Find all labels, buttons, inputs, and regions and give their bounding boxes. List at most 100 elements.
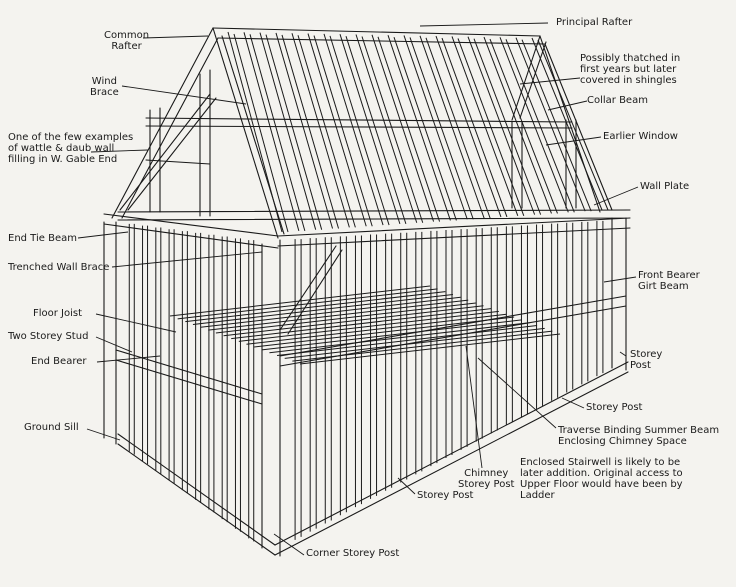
floor-joist <box>185 291 446 323</box>
leader-earlier-window <box>545 136 602 146</box>
common-rafter <box>265 34 323 230</box>
common-rafter <box>329 35 390 226</box>
common-rafter <box>505 39 575 213</box>
label-end-tie-beam: End Tie Beam <box>8 233 77 244</box>
west-gable-rafter-left <box>111 27 219 219</box>
floor-joist <box>254 316 515 348</box>
common-rafter <box>425 37 491 219</box>
leader-wall-plate <box>593 186 639 206</box>
common-rafter <box>259 32 317 230</box>
label-storey-post-mid: Storey Post <box>586 402 643 413</box>
leader-trenched-brace <box>111 251 263 268</box>
common-rafter <box>403 35 468 220</box>
east-gable-rafters <box>511 35 613 213</box>
label-chimney-storey-post: Chimney Storey Post <box>458 468 515 490</box>
common-rafter <box>233 33 289 233</box>
common-rafter <box>307 33 367 227</box>
common-rafter <box>323 33 384 226</box>
label-earlier-window: Earlier Window <box>603 131 678 142</box>
common-rafter <box>521 39 592 212</box>
common-rafter <box>489 38 558 214</box>
leader-principal-rafter <box>419 22 549 27</box>
common-rafter <box>531 37 603 211</box>
floor-joist <box>246 313 507 345</box>
corner-post-back <box>103 221 117 445</box>
common-rafter <box>451 36 519 216</box>
label-trenched-wall-brace: Trenched Wall Brace <box>8 262 110 273</box>
floor-joist <box>223 305 484 337</box>
leader-ground-sill <box>86 428 121 441</box>
floor-joist <box>215 302 476 334</box>
corner-post-front <box>261 239 281 557</box>
floor-joist <box>269 322 530 354</box>
common-rafter <box>339 34 401 225</box>
floor-joist <box>177 288 438 320</box>
leader-two-storey-stud <box>95 336 133 353</box>
floor-joist <box>231 308 492 340</box>
leader-storey-post-mid <box>561 397 585 409</box>
common-rafter <box>377 36 441 222</box>
floor-joist <box>292 330 553 362</box>
label-two-storey-stud: Two Storey Stud <box>8 331 89 342</box>
common-rafter <box>281 34 340 229</box>
floor-joist <box>208 299 469 331</box>
common-rafter <box>387 34 451 221</box>
leader-chimney-post <box>465 345 483 469</box>
label-thatch-note: Possibly thatched in first years but lat… <box>580 53 681 86</box>
label-ground-sill: Ground Sill <box>24 422 79 433</box>
common-rafter <box>473 38 542 215</box>
leader-floor-joist <box>95 313 177 333</box>
floor-joist <box>238 310 499 342</box>
common-rafter <box>371 34 435 222</box>
leader-wattle <box>90 149 149 153</box>
floor-joist <box>200 296 461 328</box>
floor-joist <box>284 327 545 359</box>
label-stairwell-note: Enclosed Stairwell is likely to be later… <box>520 457 683 501</box>
floor-joist <box>299 333 561 365</box>
common-rafter <box>291 33 350 228</box>
common-rafter <box>499 37 569 213</box>
common-rafter <box>537 39 609 211</box>
label-principal-rafter: Principal Rafter <box>556 17 633 28</box>
collar-beam <box>145 117 573 129</box>
common-rafter <box>419 35 485 219</box>
label-summer-beam: Traverse Binding Summer Beam Enclosing C… <box>558 425 720 447</box>
label-common-rafter: Common Rafter <box>104 30 150 52</box>
floor-joist <box>192 293 453 325</box>
label-corner-storey-post: Corner Storey Post <box>306 548 400 559</box>
leader-common-rafter <box>142 35 209 39</box>
common-rafter <box>249 34 306 231</box>
leader-thatch <box>519 77 581 85</box>
common-rafter <box>441 37 508 218</box>
label-end-bearer: End Bearer <box>31 356 87 367</box>
common-rafter <box>227 31 283 233</box>
floor-joist <box>169 285 431 317</box>
leader-end-bearer <box>96 355 161 363</box>
floor-joist <box>277 325 538 357</box>
label-wattle-note: One of the few examples of wattle & daub… <box>8 132 134 165</box>
wall-plate <box>117 209 631 247</box>
common-rafter <box>243 32 300 231</box>
ridge-line <box>212 27 546 45</box>
common-rafter <box>345 36 407 225</box>
common-rafter <box>467 36 536 215</box>
label-wind-brace: Wind Brace <box>90 76 119 98</box>
common-rafter <box>393 36 457 221</box>
leader-summer-beam <box>477 357 557 429</box>
label-front-bearer: Front Bearer Girt Beam <box>638 270 700 292</box>
common-rafter <box>361 36 424 223</box>
leader-collar-beam <box>547 100 588 111</box>
leader-front-bearer <box>603 276 637 283</box>
label-floor-joist: Floor Joist <box>33 308 83 319</box>
label-storey-post-right: Storey Post <box>630 349 663 371</box>
label-collar-beam: Collar Beam <box>587 95 648 106</box>
common-rafter <box>457 38 525 216</box>
common-rafter <box>297 35 356 228</box>
west-gable-studs <box>145 69 211 217</box>
leader-wind-brace <box>121 85 247 105</box>
common-rafter <box>355 34 418 223</box>
leader-corner-post <box>273 533 305 556</box>
floor-joist <box>261 319 522 351</box>
